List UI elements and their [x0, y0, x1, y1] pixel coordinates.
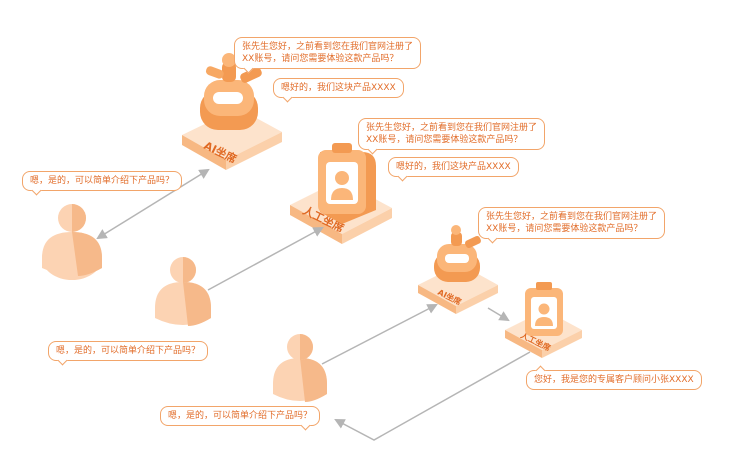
arrow-customer3-ai2 — [321, 304, 438, 365]
ai-intro-bubble-1: 嗯好的，我们这块产品XXXX — [273, 78, 404, 98]
customer-icon — [273, 334, 327, 402]
human-seat-node: 人工坐席 — [290, 143, 392, 244]
robot-icon — [434, 225, 481, 282]
ai-greeting-2-line1: 张先生您好，之前看到您在我们官网注册了 — [486, 212, 658, 222]
human-greeting-bubble: 张先生您好，之前看到您在我们官网注册了 XX账号，请问您需要体验这款产品吗？ — [358, 118, 546, 150]
arrow-ai2-human2 — [487, 307, 510, 322]
customer-reply-bubble-3: 嗯，是的，可以简单介绍下产品吗？ — [160, 406, 321, 426]
human-intro-bubble: 嗯好的，我们这块产品XXXX — [388, 157, 519, 177]
customer-reply-bubble-2: 嗯，是的，可以简单介绍下产品吗？ — [48, 341, 209, 361]
customer-reply-3-text: 嗯，是的，可以简单介绍下产品吗？ — [168, 411, 313, 421]
ai-intro-1-text: 嗯好的，我们这块产品XXXX — [281, 83, 396, 93]
human-seat-node-2: 人工坐席 — [505, 282, 582, 358]
advisor-reply-bubble: 您好，我是您的专属客户顾问小张XXXX — [526, 370, 702, 390]
customer-reply-2-text: 嗯，是的，可以简单介绍下产品吗？ — [56, 346, 201, 356]
agent-icon — [318, 143, 376, 224]
customer-node-3 — [273, 334, 327, 402]
arrow-human2-customer3 — [334, 351, 531, 441]
ai-greeting-bubble-2: 张先生您好，之前看到您在我们官网注册了 XX账号，请问您需要体验这款产品吗？ — [478, 207, 666, 239]
human-greeting-line2: XX账号，请问您需要体验这款产品吗？ — [366, 135, 523, 145]
customer-reply-1-text: 嗯，是的，可以简单介绍下产品吗？ — [30, 176, 175, 186]
customer-icon — [155, 257, 211, 326]
agent-icon — [525, 282, 563, 336]
customer-node-1 — [42, 204, 102, 280]
arrow-customer1-ai1 — [96, 168, 210, 240]
advisor-reply-text: 您好，我是您的专属客户顾问小张XXXX — [534, 375, 694, 385]
customer-icon — [42, 204, 102, 280]
ai-seat-node-1: AI坐席 — [182, 53, 282, 170]
customer-node-2 — [155, 257, 211, 326]
ai-greeting-1-line2: XX账号，请问您需要体验这款产品吗？ — [242, 54, 399, 64]
human-greeting-line1: 张先生您好，之前看到您在我们官网注册了 — [366, 123, 538, 133]
ai-seat-node-2: AI坐席 — [418, 225, 498, 314]
human-intro-text: 嗯好的，我们这块产品XXXX — [396, 162, 511, 172]
customer-reply-bubble-1: 嗯，是的，可以简单介绍下产品吗？ — [22, 171, 183, 191]
arrow-customer2-human — [207, 226, 324, 291]
ai-greeting-1-line1: 张先生您好，之前看到您在我们官网注册了 — [242, 42, 414, 52]
ai-greeting-bubble-1: 张先生您好，之前看到您在我们官网注册了 XX账号，请问您需要体验这款产品吗？ — [234, 37, 422, 69]
ai-greeting-2-line2: XX账号，请问您需要体验这款产品吗？ — [486, 224, 643, 234]
robot-icon — [200, 53, 262, 130]
